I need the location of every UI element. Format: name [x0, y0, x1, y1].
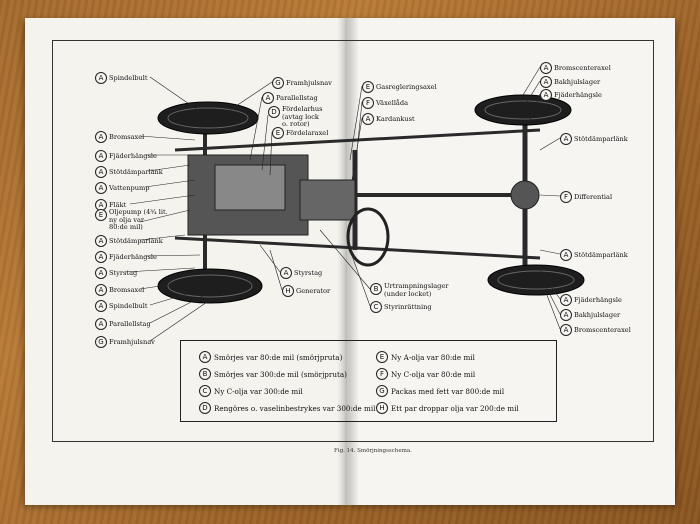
figure-caption: Fig. 14. Smörjningsschema. [334, 448, 412, 454]
gearbox [299, 179, 356, 221]
steering-wheel [346, 207, 390, 267]
tire-front-top [157, 101, 259, 135]
engine-head [214, 164, 286, 211]
tire-rear-bottom [487, 264, 585, 296]
frame-rail-top [174, 128, 541, 152]
differential-housing [510, 180, 540, 210]
open-booklet [25, 18, 675, 505]
left-page [25, 18, 347, 505]
diagram-frame [52, 40, 654, 442]
